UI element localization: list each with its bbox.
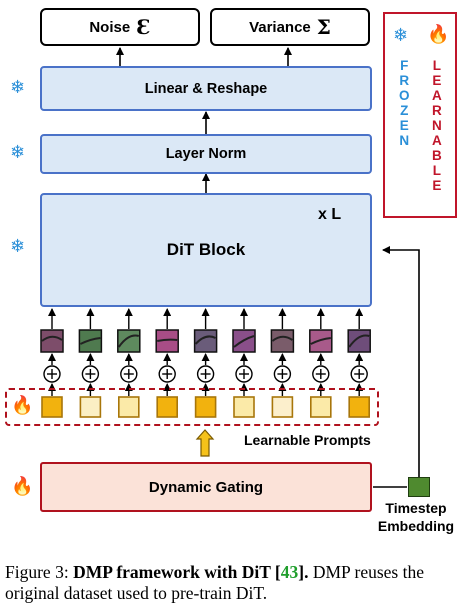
image-patch-tile bbox=[40, 329, 64, 353]
patch-texture bbox=[157, 338, 178, 342]
patch-texture bbox=[79, 337, 101, 345]
snowflake-icon: ❄ bbox=[10, 142, 26, 163]
legend-letter: A bbox=[432, 88, 442, 103]
patch-texture bbox=[194, 335, 217, 345]
patch-texture bbox=[117, 334, 140, 348]
image-patch-tile bbox=[193, 329, 218, 353]
fire-icon: 🔥 bbox=[427, 24, 450, 45]
fire-icon: 🔥 bbox=[11, 395, 34, 416]
prompt-token bbox=[118, 396, 140, 418]
patch-texture bbox=[271, 335, 293, 342]
timestep-to-dit-line bbox=[382, 246, 420, 477]
timestep-label-line2: Embedding bbox=[377, 518, 455, 534]
legend-letter: R bbox=[399, 73, 410, 88]
fire-icon: 🔥 bbox=[11, 476, 34, 497]
legend-letter: L bbox=[432, 58, 441, 73]
legend-letter: A bbox=[432, 133, 442, 148]
legend-letter: B bbox=[432, 148, 442, 163]
legend-letter: F bbox=[400, 58, 409, 73]
legend-letter: O bbox=[399, 88, 410, 103]
patch-texture bbox=[310, 337, 331, 345]
prompt-token bbox=[233, 396, 255, 418]
variance-label: Variance bbox=[249, 18, 311, 36]
prompt-token bbox=[348, 396, 371, 418]
legend-letter: R bbox=[432, 103, 442, 118]
dynamic-gating-block: Dynamic Gating bbox=[40, 462, 372, 512]
snowflake-icon: ❄ bbox=[10, 77, 26, 98]
legend-letter: N bbox=[399, 133, 410, 148]
variance-output-box: Variance Σ bbox=[210, 8, 370, 46]
legend-letter: E bbox=[399, 118, 409, 133]
legend-letter: E bbox=[432, 178, 442, 193]
snowflake-icon: ❄ bbox=[393, 25, 409, 46]
prompt-token bbox=[156, 396, 178, 418]
prompt-token bbox=[271, 396, 294, 418]
layer-norm-label: Layer Norm bbox=[165, 146, 247, 162]
learnable-prompts-group bbox=[5, 388, 379, 426]
noise-label: Noise bbox=[89, 18, 131, 36]
legend-letter: Z bbox=[400, 103, 409, 118]
repeat-label: x L bbox=[318, 206, 342, 223]
image-patch-tile bbox=[347, 329, 371, 353]
dit-block-label: DiT Block bbox=[166, 240, 246, 259]
timestep-embedding-block bbox=[408, 477, 430, 497]
layer-norm-block: Layer Norm bbox=[40, 134, 372, 174]
image-patch-tile bbox=[155, 329, 179, 353]
figure-caption: Figure 3: DMP framework with DiT [43]. D… bbox=[5, 562, 465, 604]
learnable-prompts-label: Learnable Prompts bbox=[244, 432, 371, 448]
prompt-token bbox=[41, 396, 63, 418]
snowflake-icon: ❄ bbox=[10, 236, 26, 257]
caption-rest: DMP reuses the original dataset used to … bbox=[5, 562, 424, 603]
legend-letter: N bbox=[432, 118, 442, 133]
timestep-label-line1: Timestep bbox=[385, 500, 447, 516]
patch-texture bbox=[348, 334, 370, 348]
dit-block: DiT Block bbox=[40, 193, 372, 307]
caption-reference: 43 bbox=[280, 562, 299, 582]
sigma-symbol: Σ bbox=[316, 15, 331, 39]
timestep-embedding-label: Timestep Embedding bbox=[366, 499, 466, 535]
linear-reshape-label: Linear & Reshape bbox=[144, 80, 268, 97]
image-patch-tile bbox=[270, 329, 295, 353]
legend-letter: E bbox=[432, 73, 442, 88]
linear-reshape-block: Linear & Reshape bbox=[40, 66, 372, 111]
prompt-token bbox=[194, 396, 217, 418]
caption-bold-end: ]. bbox=[298, 562, 309, 582]
prompt-token bbox=[309, 396, 332, 418]
epsilon-symbol: Ɛ bbox=[136, 15, 151, 39]
legend-letter: L bbox=[432, 163, 441, 178]
dynamic-gating-label: Dynamic Gating bbox=[148, 478, 264, 496]
prompt-token bbox=[79, 396, 102, 418]
patch-texture bbox=[41, 335, 63, 342]
noise-output-box: Noise Ɛ bbox=[40, 8, 200, 46]
patch-texture bbox=[233, 335, 255, 348]
image-patch-tile bbox=[117, 329, 141, 353]
caption-prefix: Figure 3: bbox=[5, 562, 74, 582]
caption-bold-text: DMP framework with DiT [ bbox=[73, 562, 281, 582]
